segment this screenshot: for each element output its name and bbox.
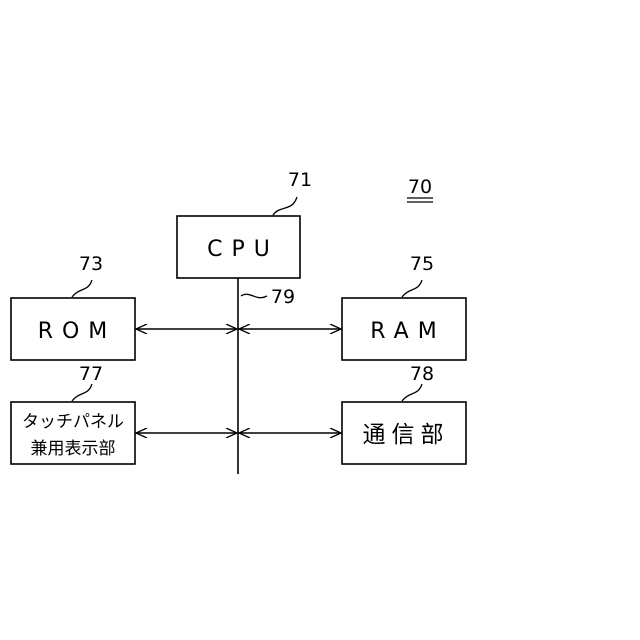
communication-block: 通信部 <box>342 402 466 464</box>
touch-panel-reference-number: 77 <box>79 363 103 385</box>
ram-label: RAM <box>370 319 445 344</box>
rom-label: ROM <box>38 319 117 344</box>
touch-panel-label-line2: 兼用表示部 <box>31 439 116 459</box>
cpu-reference-number: 71 <box>288 169 312 191</box>
communication-label: 通信部 <box>363 422 450 448</box>
cpu-leader-line <box>273 197 297 215</box>
diagram-reference-number: 70 <box>408 176 432 198</box>
ram-leader-line <box>402 280 422 297</box>
rom-leader-line <box>72 280 92 297</box>
bus-leader-line <box>241 294 267 297</box>
ram-reference-number: 75 <box>410 253 434 275</box>
rom-reference-number: 73 <box>79 253 103 275</box>
touch-panel-leader-line <box>72 384 92 401</box>
cpu-label: CPU <box>207 237 279 262</box>
bus-reference-number: 79 <box>271 286 295 308</box>
cpu-block: CPU <box>177 216 300 278</box>
communication-reference-number: 78 <box>410 363 434 385</box>
ram-block: RAM <box>342 298 466 360</box>
touch-panel-label-line1: タッチパネル <box>22 412 124 432</box>
touch-panel-display-block: タッチパネル 兼用表示部 <box>11 402 135 464</box>
rom-block: ROM <box>11 298 135 360</box>
communication-leader-line <box>402 384 422 401</box>
